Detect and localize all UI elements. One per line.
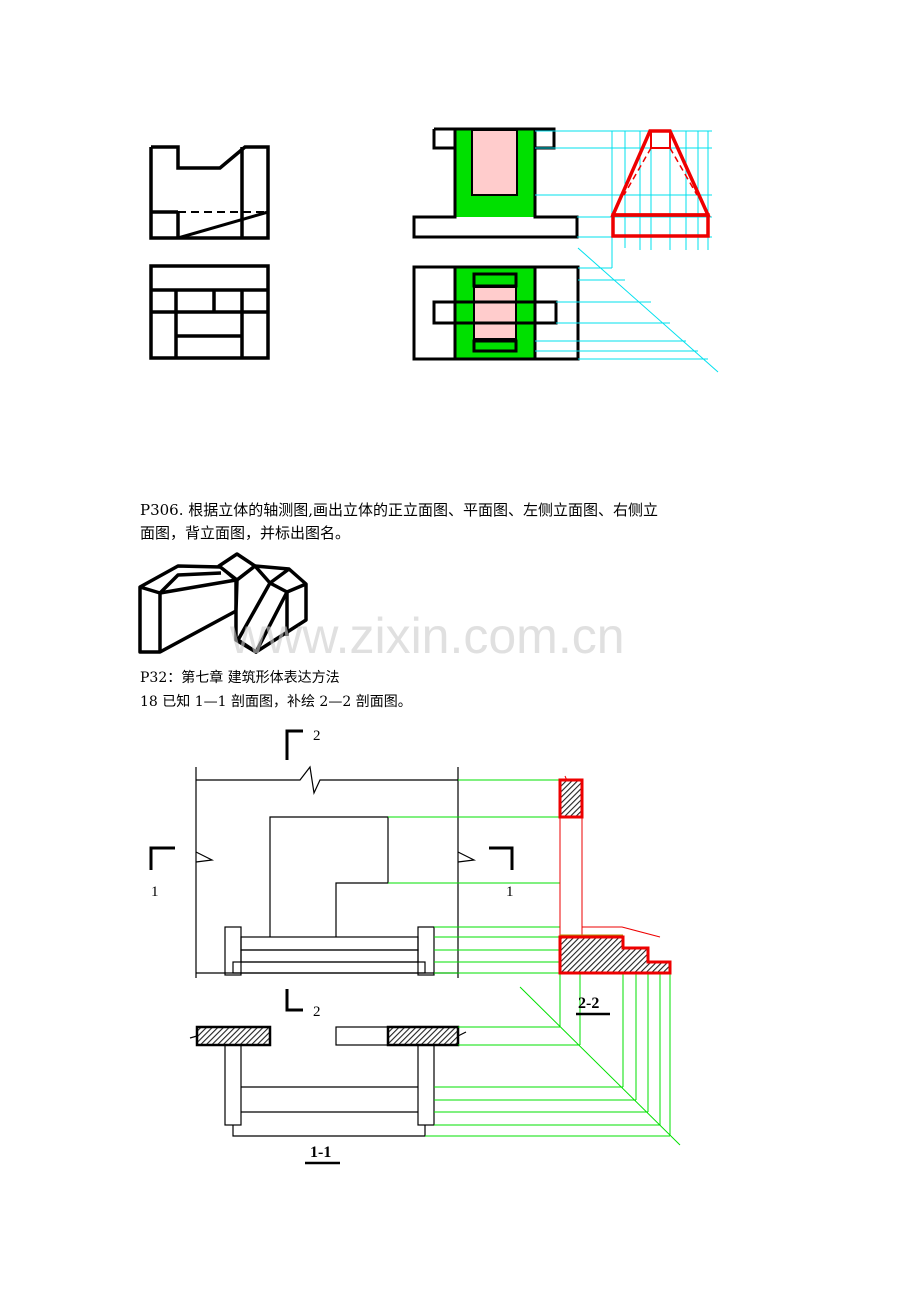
- title-underlines: [305, 1012, 610, 1165]
- cut-label-bottom: 2: [313, 1004, 321, 1020]
- cut-marks: [149, 729, 514, 1012]
- section-plan: [189, 1025, 467, 1137]
- section-title-2-2: 2-2: [578, 995, 599, 1012]
- green-projection-lines: [388, 779, 681, 1146]
- three-view-front: [149, 145, 270, 240]
- p306-instruction-line1: P306. 根据立体的轴测图,画出立体的正立面图、平面图、左侧立面图、右侧立: [140, 501, 659, 519]
- cut-label-right: 1: [506, 884, 514, 900]
- section-title-1-1: 1-1: [310, 1144, 331, 1161]
- cut-label-left: 1: [151, 884, 159, 900]
- p32-heading: P32：第七章 建筑形体表达方法: [140, 670, 340, 686]
- three-view-plan: [149, 264, 270, 360]
- p306-instruction-line2: 面图，背立面图，并标出图名。: [140, 524, 351, 542]
- axonometric-solid: [138, 552, 308, 654]
- section-1-1-outline: [195, 765, 477, 978]
- section-2-2-drawing: [558, 775, 672, 975]
- watermark: www.zixin.com.cn: [229, 608, 625, 664]
- cut-label-top: 2: [313, 728, 321, 744]
- colored-plan-view: [412, 265, 580, 361]
- question-18: 18 已知 1—1 剖面图，补绘 2—2 剖面图。: [140, 694, 412, 710]
- colored-front-view: [412, 127, 579, 239]
- cyan-projection-lines: [535, 130, 719, 373]
- red-side-view: [610, 129, 711, 238]
